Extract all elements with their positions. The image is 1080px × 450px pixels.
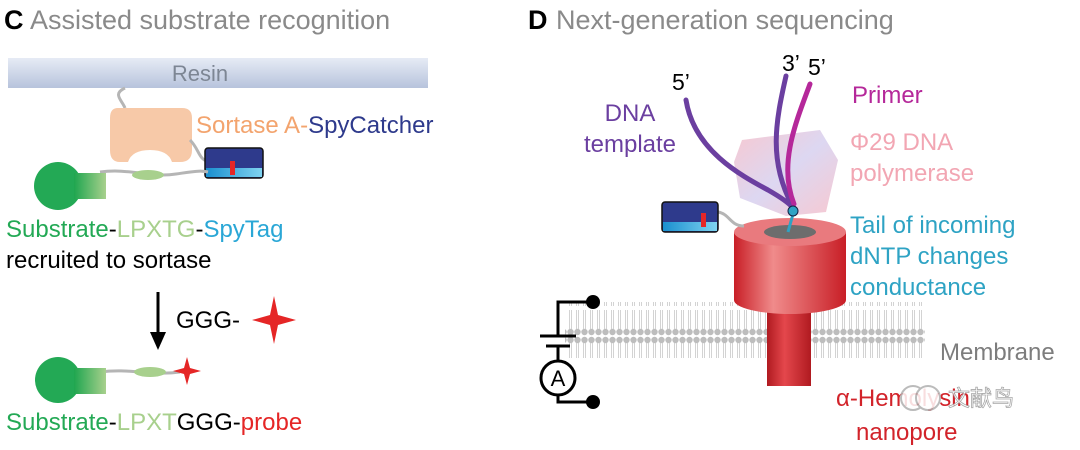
product-probe-star-icon <box>173 357 201 385</box>
tail-label-3: conductance <box>850 274 986 301</box>
resin-tether <box>117 86 127 109</box>
membrane-label: Membrane <box>940 339 1055 366</box>
substrate-word: Substrate <box>6 216 109 243</box>
nanopore-label-2: nanopore <box>856 419 957 446</box>
dna-template-strand <box>683 97 796 211</box>
substrate-dash-2: - <box>195 216 203 243</box>
substrate-label-line: Substrate-LPXTG-SpyTag <box>6 216 284 243</box>
sortase-enzyme <box>110 108 192 162</box>
primer-5prime-label: 5’ <box>808 54 826 80</box>
probe-star-icon <box>252 296 296 344</box>
ammeter-circuit <box>539 295 600 409</box>
watermark: 文献鸟 <box>900 385 1014 411</box>
spycatcher-complex-top <box>204 147 264 179</box>
panel-d-letter: D <box>528 5 548 35</box>
dna-template-label-2: template <box>584 131 676 158</box>
spytag-word: SpyTag <box>203 216 283 243</box>
dntp-tail-bead <box>787 205 799 217</box>
enzyme-dash: - <box>300 112 308 139</box>
dna-template-label-1: DNA <box>605 100 656 127</box>
ammeter-label: A <box>551 366 566 391</box>
product-dash-1: - <box>109 409 117 436</box>
lpxt-word: LPXT <box>117 409 177 436</box>
recruited-label: recruited to sortase <box>6 247 211 274</box>
primer-label: Primer <box>852 82 923 109</box>
resin-label: Resin <box>172 61 228 86</box>
dna-template-strand-upper <box>773 73 795 208</box>
product-dash-2: - <box>233 409 241 436</box>
enzyme-label: Sortase A-SpyCatcher <box>196 112 433 139</box>
tail-label-1: Tail of incoming <box>850 212 1015 239</box>
lpxtg-word: LPXTG <box>117 216 196 243</box>
nanopore-stem <box>767 312 811 386</box>
tail-label-2: dNTP changes <box>850 243 1008 270</box>
panel-c-title: Assisted substrate recognition <box>30 5 390 35</box>
watermark-text: 文献鸟 <box>948 386 1014 411</box>
ggg-reagent-label: GGG- <box>176 307 240 334</box>
dntp-tail <box>786 213 795 233</box>
probe-word: probe <box>241 409 302 436</box>
panel-d-title: Next-generation sequencing <box>556 5 894 35</box>
panel-c: C Assisted substrate recognition Resin S… <box>4 5 433 436</box>
ggg-word: GGG <box>177 409 233 436</box>
template-5prime-label: 5’ <box>672 69 690 95</box>
nanopore-cap <box>734 218 846 314</box>
membrane-bilayer <box>565 302 925 358</box>
primer-3prime-label: 3’ <box>782 50 800 76</box>
product-substrate-word: Substrate <box>6 409 109 436</box>
primer-strand <box>785 81 813 207</box>
spycatcher-complex-d <box>661 201 745 233</box>
product-assembly <box>35 357 201 403</box>
reaction-arrow <box>150 292 166 350</box>
resin-bar <box>8 58 428 88</box>
substrate-assembly-top <box>34 162 209 210</box>
panel-d: D Next-generation sequencing Membrane A <box>528 5 1055 446</box>
sortase-label: Sortase A <box>196 112 300 139</box>
spycatcher-label: SpyCatcher <box>308 112 433 139</box>
polymerase-label-1: Φ29 DNA <box>850 129 953 156</box>
panel-c-letter: C <box>4 5 24 35</box>
substrate-dash-1: - <box>109 216 117 243</box>
product-label-line: Substrate-LPXTGGG-probe <box>6 409 302 436</box>
polymerase-label-2: polymerase <box>850 160 974 187</box>
